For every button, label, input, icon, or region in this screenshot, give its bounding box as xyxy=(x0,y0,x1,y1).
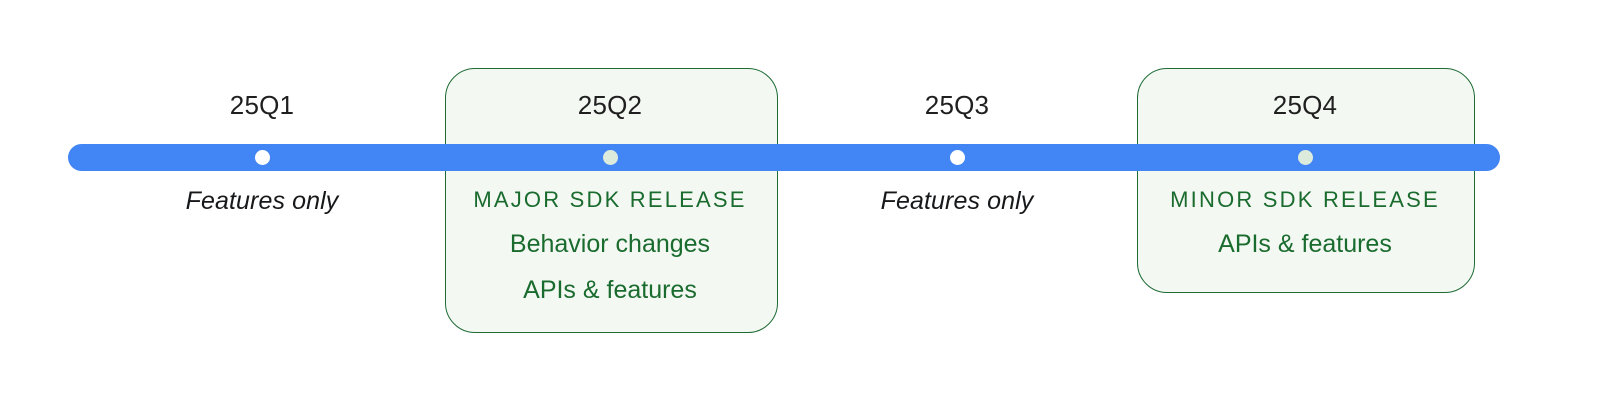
quarter-note-25q1: Features only xyxy=(185,187,339,215)
quarter-label-25q1: 25Q1 xyxy=(229,90,295,120)
timeline-rail xyxy=(68,144,1500,171)
quarter-highlight-card-25q4 xyxy=(1137,68,1475,293)
quarter-highlight-card-25q2 xyxy=(445,68,778,333)
quarter-column-25q3: 25Q3 Features only xyxy=(783,0,1131,409)
quarter-column-25q1: 25Q1 Features only xyxy=(88,0,436,409)
quarter-label-25q3: 25Q3 xyxy=(924,90,990,120)
quarter-body-25q1: Features only xyxy=(88,189,436,214)
quarter-body-25q3: Features only xyxy=(783,189,1131,214)
quarter-note-25q3: Features only xyxy=(880,187,1034,215)
